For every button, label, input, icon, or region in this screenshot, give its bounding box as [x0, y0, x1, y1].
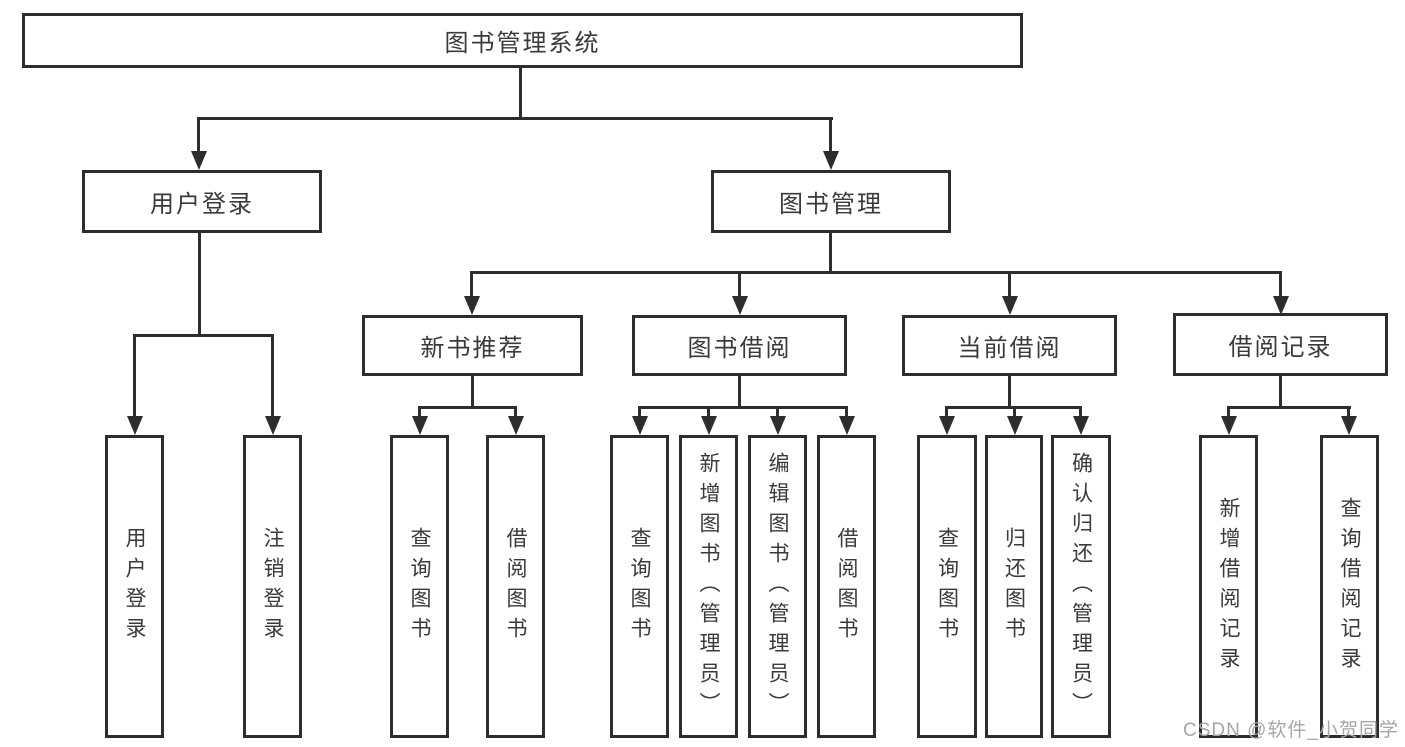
arrowhead-down-icon [412, 416, 428, 435]
arrowhead-down-icon [265, 416, 281, 435]
node-book-borrowing: 图书借阅 [632, 315, 847, 376]
leaf-newbook-borrow-books-label: 借阅图书 [504, 526, 527, 647]
node-borrow-records-label: 借阅记录 [1228, 334, 1333, 361]
connector-hline [133, 334, 274, 337]
leaf-current-confirm-return-admin-label: 确认归还（管理员） [1069, 451, 1093, 722]
connector-vline [1079, 406, 1082, 418]
connector-vline [1227, 406, 1230, 418]
connector-vline [1008, 271, 1011, 298]
arrowhead-down-icon [1273, 296, 1289, 315]
connector-hline [1227, 406, 1351, 409]
arrowhead-down-icon [191, 151, 207, 170]
arrowhead-down-icon [1007, 416, 1023, 435]
connector-hline [470, 271, 1282, 274]
leaf-current-return-books: 归还图书 [985, 435, 1043, 738]
connector-vline [1008, 374, 1011, 409]
connector-vline [829, 117, 832, 153]
leaf-current-query-books: 查询图书 [917, 435, 977, 738]
connector-vline [707, 406, 710, 418]
leaf-records-add-record-label: 新增借阅记录 [1217, 496, 1240, 677]
node-user-login: 用户登录 [82, 170, 322, 233]
connector-vline [514, 406, 517, 418]
leaf-current-query-books-label: 查询图书 [935, 526, 959, 647]
node-root: 图书管理系统 [22, 13, 1023, 68]
connector-vline [418, 406, 421, 418]
node-new-book-recommend: 新书推荐 [362, 315, 583, 376]
connector-vline [470, 271, 473, 298]
connector-vline [133, 334, 136, 418]
connector-vline [638, 406, 641, 418]
connector-vline [776, 406, 779, 418]
connector-vline [1347, 406, 1350, 418]
arrowhead-down-icon [732, 296, 748, 315]
leaf-user-login: 用户登录 [105, 435, 164, 738]
connector-hline [197, 117, 833, 120]
leaf-borrowing-borrow-books: 借阅图书 [817, 435, 876, 738]
connector-hline [638, 406, 848, 409]
connector-vline [198, 231, 201, 337]
connector-vline [1279, 374, 1282, 409]
arrowhead-down-icon [127, 416, 143, 435]
node-user-login-label: 用户登录 [150, 191, 254, 218]
arrowhead-down-icon [632, 416, 648, 435]
leaf-newbook-query-books-label: 查询图书 [408, 526, 431, 647]
leaf-borrowing-edit-books-admin-label: 编辑图书（管理员） [766, 451, 789, 722]
arrowhead-down-icon [823, 151, 839, 170]
leaf-logout: 注销登录 [243, 435, 302, 738]
leaf-newbook-borrow-books: 借阅图书 [486, 435, 545, 738]
leaf-user-login-label: 用户登录 [123, 526, 146, 647]
connector-vline [271, 334, 274, 418]
leaf-borrowing-query-books: 查询图书 [610, 435, 669, 738]
connector-hline [418, 406, 517, 409]
connector-vline [519, 66, 522, 119]
arrowhead-down-icon [1002, 296, 1018, 315]
leaf-records-add-record: 新增借阅记录 [1199, 435, 1258, 738]
connector-vline [1013, 406, 1016, 418]
leaf-records-query-record: 查询借阅记录 [1320, 435, 1379, 738]
connector-vline [738, 374, 741, 409]
leaf-borrowing-edit-books-admin: 编辑图书（管理员） [748, 435, 807, 738]
arrowhead-down-icon [1341, 416, 1357, 435]
connector-vline [738, 271, 741, 298]
connector-vline [845, 406, 848, 418]
node-current-borrowing-label: 当前借阅 [957, 335, 1062, 362]
node-book-borrowing-label: 图书借阅 [687, 335, 792, 362]
node-book-management: 图书管理 [711, 170, 951, 233]
csdn-watermark: CSDN @软件_小贺同学 [1183, 720, 1399, 741]
leaf-borrowing-add-books-admin: 新增图书（管理员） [679, 435, 738, 738]
leaf-borrowing-add-books-admin-label: 新增图书（管理员） [697, 451, 720, 722]
arrowhead-down-icon [1221, 416, 1237, 435]
node-root-label: 图书管理系统 [444, 30, 601, 57]
connector-vline [945, 406, 948, 418]
arrowhead-down-icon [839, 416, 855, 435]
leaf-records-query-record-label: 查询借阅记录 [1338, 496, 1361, 677]
arrowhead-down-icon [939, 416, 955, 435]
arrowhead-down-icon [508, 416, 524, 435]
connector-vline [829, 232, 832, 274]
connector-vline [1279, 271, 1282, 298]
node-new-book-recommend-label: 新书推荐 [420, 335, 525, 362]
arrowhead-down-icon [464, 296, 480, 315]
connector-vline [197, 117, 200, 153]
arrowhead-down-icon [1073, 416, 1089, 435]
connector-vline [471, 374, 474, 409]
leaf-current-confirm-return-admin: 确认归还（管理员） [1051, 435, 1111, 738]
node-book-management-label: 图书管理 [779, 191, 883, 218]
arrowhead-down-icon [770, 416, 786, 435]
node-current-borrowing: 当前借阅 [902, 315, 1117, 376]
leaf-current-return-books-label: 归还图书 [1002, 526, 1026, 647]
arrowhead-down-icon [701, 416, 717, 435]
leaf-borrowing-borrow-books-label: 借阅图书 [835, 526, 858, 647]
leaf-borrowing-query-books-label: 查询图书 [628, 526, 651, 647]
leaf-logout-label: 注销登录 [261, 526, 284, 647]
node-borrow-records: 借阅记录 [1173, 313, 1388, 376]
leaf-newbook-query-books: 查询图书 [390, 435, 449, 738]
